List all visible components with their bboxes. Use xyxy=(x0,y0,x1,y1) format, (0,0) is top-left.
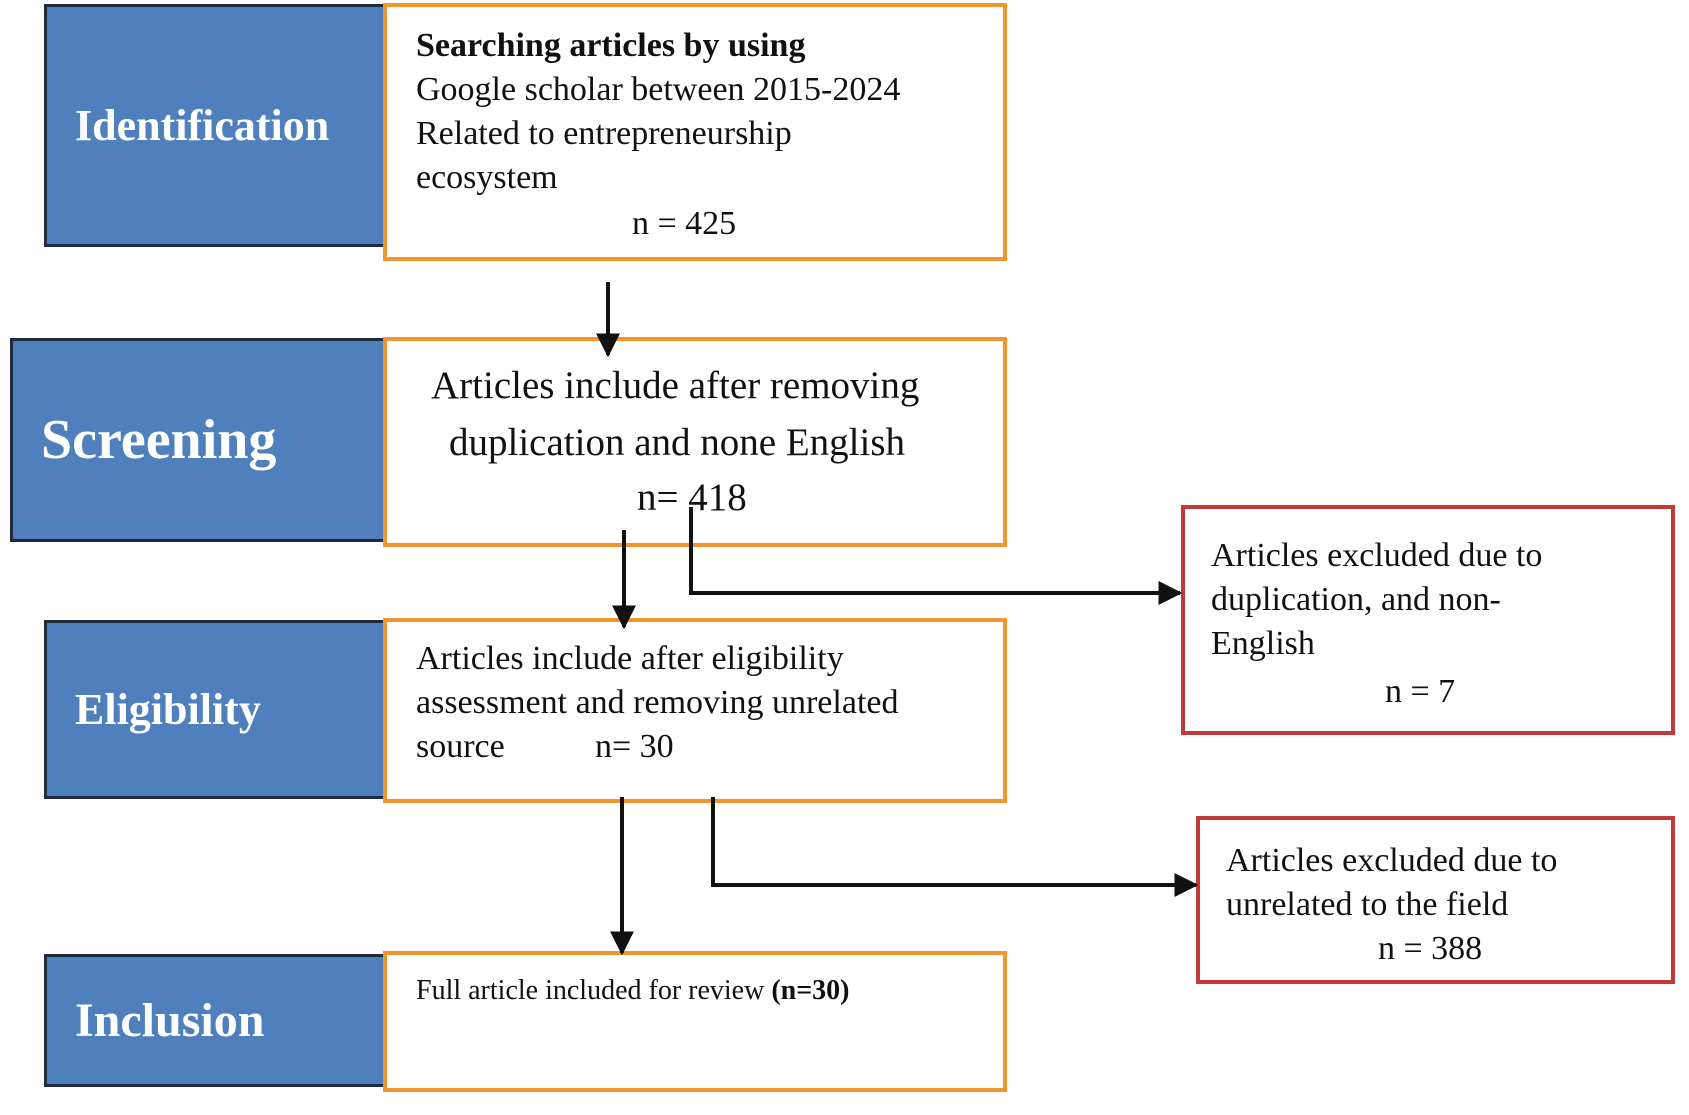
excluded-duplication-box: Articles excluded due to duplication, an… xyxy=(1181,505,1675,735)
inclusion-box: Full article included for review (n=30) xyxy=(383,951,1007,1092)
excluded-duplication-line1: Articles excluded due to xyxy=(1211,537,1543,574)
arrow-eligibility-to-excluded-unrelated xyxy=(711,797,1199,897)
screening-line2: duplication and none English xyxy=(449,421,906,464)
eligibility-line3: source xyxy=(416,728,505,765)
stage-eligibility-label: Eligibility xyxy=(75,685,261,734)
eligibility-count: n= 30 xyxy=(595,728,674,765)
stage-identification-label: Identification xyxy=(75,101,330,150)
identification-line1: Searching articles by using xyxy=(416,27,806,64)
excluded-unrelated-line2: unrelated to the field xyxy=(1226,886,1509,923)
inclusion-text-line: Full article included for review (n=30) xyxy=(416,975,850,1007)
excluded-duplication-line3: English xyxy=(1211,625,1315,662)
arrow-screening-to-excluded-duplication xyxy=(689,507,1183,605)
eligibility-line1: Articles include after eligibility xyxy=(416,640,844,677)
identification-count: n = 425 xyxy=(632,205,737,242)
stage-inclusion-label: Inclusion xyxy=(75,994,265,1047)
identification-line2: Google scholar between 2015-2024 xyxy=(416,71,901,108)
stage-identification: Identification xyxy=(44,4,388,247)
identification-box: Searching articles by using Google schol… xyxy=(383,3,1007,261)
stage-inclusion: Inclusion xyxy=(44,954,388,1087)
excluded-unrelated-count: n = 388 xyxy=(1378,930,1483,967)
excluded-duplication-count: n = 7 xyxy=(1385,673,1456,710)
excluded-duplication-line2: duplication, and non- xyxy=(1211,581,1501,618)
stage-eligibility: Eligibility xyxy=(44,620,388,799)
stage-screening-label: Screening xyxy=(41,409,277,471)
screening-box: Articles include after removing duplicat… xyxy=(383,337,1007,547)
eligibility-line2: assessment and removing unrelated xyxy=(416,684,899,721)
stage-screening: Screening xyxy=(10,338,388,542)
screening-line1: Articles include after removing xyxy=(431,364,920,407)
inclusion-text: Full article included for review xyxy=(416,975,765,1006)
eligibility-box: Articles include after eligibility asses… xyxy=(383,618,1007,803)
inclusion-count: (n=30) xyxy=(771,975,850,1006)
identification-line4: ecosystem xyxy=(416,159,558,196)
excluded-unrelated-box: Articles excluded due to unrelated to th… xyxy=(1196,816,1675,984)
excluded-unrelated-line1: Articles excluded due to xyxy=(1226,842,1558,879)
identification-line3: Related to entrepreneurship xyxy=(416,115,792,152)
